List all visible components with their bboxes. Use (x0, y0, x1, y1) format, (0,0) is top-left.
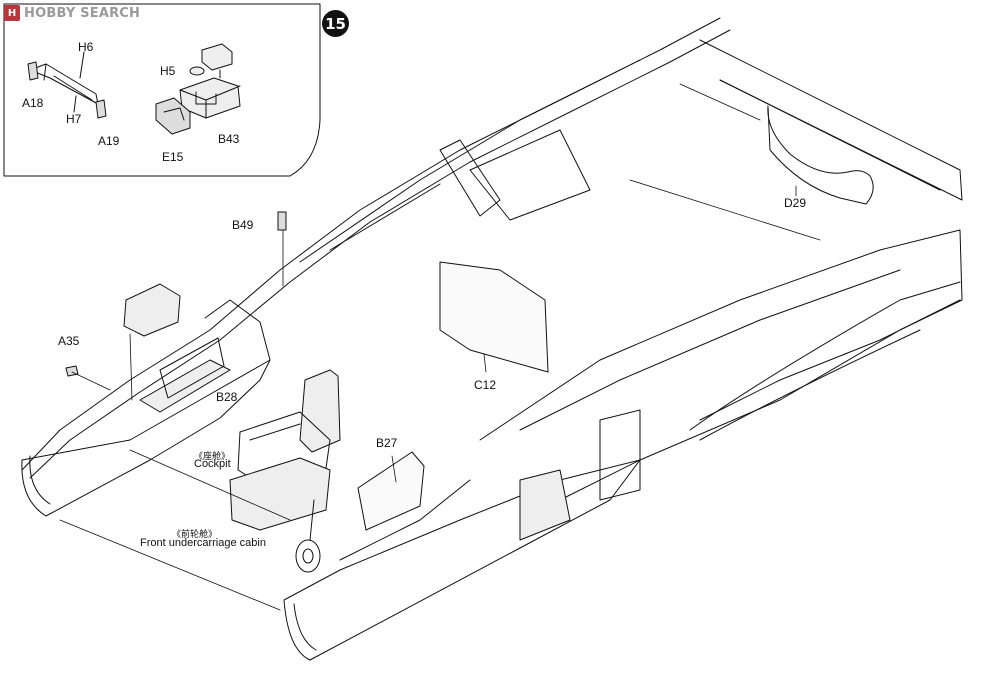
watermark-logo: H HOBBY SEARCH (4, 4, 140, 22)
label-a19: A19 (98, 134, 120, 148)
callout-cockpit: Cockpit (194, 458, 231, 470)
label-h5: H5 (160, 64, 176, 78)
front-undercarriage-tub (229, 457, 331, 573)
label-d29: D29 (784, 196, 807, 210)
inset-h6-h7-assembly (27, 51, 107, 119)
panel-b27 (357, 451, 425, 531)
label-c12: C12 (474, 378, 497, 392)
right-fuselage (479, 39, 963, 501)
logo-text: HOBBY SEARCH (24, 5, 141, 21)
part-b49 (277, 211, 287, 231)
nose-section (21, 299, 271, 517)
part-a35 (65, 365, 79, 377)
part-instrument-cluster (123, 283, 181, 337)
label-b28: B28 (216, 390, 238, 404)
label-e15: E15 (162, 150, 184, 164)
label-h7: H7 (66, 112, 82, 126)
panel-c12 (439, 261, 549, 373)
label-b27: B27 (376, 436, 398, 450)
callout-cockpit-cn: 《座舱》 (194, 451, 231, 461)
callout-front-cabin-cn: 《前轮舱》 (172, 529, 218, 539)
inset-b43-assembly (155, 43, 241, 135)
logo-mark-icon: H (4, 5, 20, 21)
label-b49: B49 (232, 218, 254, 232)
leader-lines (59, 83, 821, 611)
inset-frame (3, 3, 321, 177)
fuselage-upper (21, 17, 731, 479)
callout-front-cabin: Front undercarriage cabin (140, 537, 266, 549)
label-b43: B43 (218, 132, 240, 146)
label-a18: A18 (22, 96, 44, 110)
panel-d29 (767, 105, 874, 205)
label-h6: H6 (78, 40, 94, 54)
label-a35: A35 (58, 334, 80, 348)
step-number-badge: 15 (322, 10, 349, 37)
lower-nose (283, 409, 641, 661)
